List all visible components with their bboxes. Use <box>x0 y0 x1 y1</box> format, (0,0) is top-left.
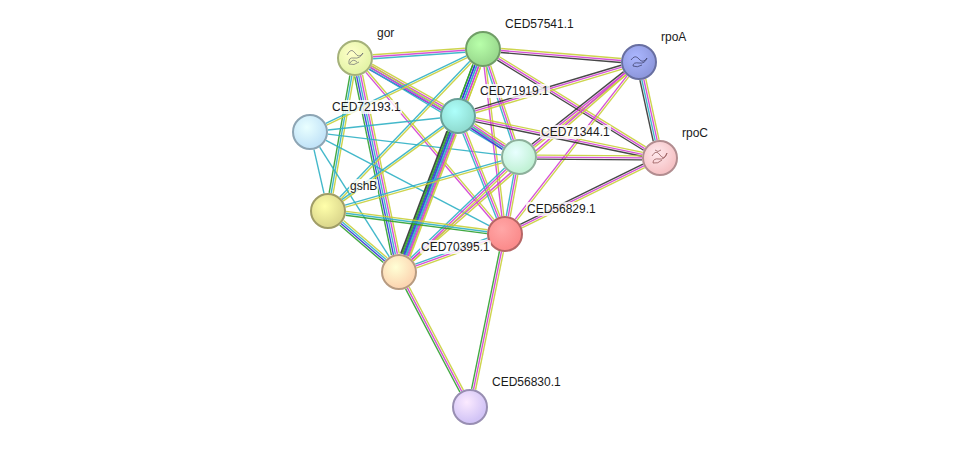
structure-icon <box>347 50 363 64</box>
evidence-line <box>497 60 643 150</box>
protein-node: rpoC <box>642 140 678 176</box>
evidence-line <box>373 52 465 58</box>
evidence-line <box>346 163 502 207</box>
protein-label: CED71344.1 <box>540 125 611 139</box>
interaction-edge <box>340 220 388 262</box>
evidence-line <box>342 222 386 260</box>
evidence-line <box>471 129 502 150</box>
protein-node: CED56829.1 <box>487 216 523 252</box>
evidence-line <box>345 161 501 205</box>
evidence-line <box>475 65 622 109</box>
evidence-line <box>472 251 500 389</box>
evidence-line <box>498 58 644 148</box>
interaction-edge <box>640 79 659 141</box>
evidence-line <box>501 50 621 60</box>
evidence-line <box>407 288 461 391</box>
protein-node: gshB <box>310 193 346 229</box>
evidence-line <box>506 174 514 216</box>
evidence-line <box>406 289 460 392</box>
interaction-edge <box>537 155 642 160</box>
protein-label: gshB <box>349 179 378 193</box>
evidence-line <box>346 211 487 229</box>
evidence-line <box>472 127 503 148</box>
evidence-line <box>406 133 452 255</box>
protein-node: CED71344.1 <box>501 139 537 175</box>
evidence-line <box>476 252 504 390</box>
protein-node: CED56830.1 <box>452 389 488 425</box>
protein-label: CED56829.1 <box>526 202 597 216</box>
evidence-line <box>474 252 502 390</box>
protein-label: CED57541.1 <box>504 17 575 31</box>
evidence-line <box>475 67 622 111</box>
protein-node: CED71919.1 <box>440 98 476 134</box>
evidence-line <box>346 215 487 233</box>
protein-node: CED70395.1 <box>381 254 417 290</box>
evidence-line <box>343 127 444 201</box>
interaction-edge <box>475 65 623 113</box>
protein-label: rpoA <box>660 30 687 44</box>
protein-node: rpoA <box>621 44 657 80</box>
interaction-edge <box>314 150 324 194</box>
evidence-line <box>642 80 655 141</box>
evidence-line <box>473 125 504 146</box>
evidence-line <box>314 150 324 194</box>
interaction-edge <box>373 48 465 58</box>
evidence-line <box>476 118 643 153</box>
evidence-line <box>328 118 440 130</box>
structure-icon <box>631 57 647 67</box>
evidence-line <box>346 213 487 231</box>
interaction-edge <box>506 174 517 216</box>
evidence-line <box>467 132 501 217</box>
evidence-line <box>475 122 642 157</box>
evidence-line <box>340 225 384 263</box>
evidence-line <box>501 52 621 62</box>
interaction-edge <box>475 118 643 157</box>
protein-label: rpoC <box>681 126 709 140</box>
evidence-line <box>522 168 645 228</box>
interaction-edge <box>472 251 504 390</box>
evidence-line <box>409 287 463 390</box>
evidence-line <box>344 220 388 258</box>
protein-label: CED72193.1 <box>331 100 402 114</box>
evidence-line <box>537 156 642 158</box>
interaction-edge <box>520 164 644 228</box>
interaction-edge <box>346 211 488 233</box>
evidence-line <box>520 164 643 224</box>
protein-node: CED57541.1 <box>465 31 501 67</box>
evidence-line <box>537 158 642 160</box>
protein-label: CED71919.1 <box>479 84 550 98</box>
protein-node: gor <box>337 40 373 76</box>
evidence-line <box>411 168 505 258</box>
evidence-line <box>341 223 385 261</box>
evidence-line <box>476 120 643 155</box>
interaction-edge <box>342 126 444 201</box>
protein-label: gor <box>376 26 395 40</box>
evidence-line <box>640 80 653 141</box>
protein-node: CED72193.1 <box>292 114 328 150</box>
structure-icon <box>652 150 667 163</box>
evidence-line <box>537 154 642 156</box>
interaction-edge <box>406 287 464 392</box>
interaction-edge <box>532 72 626 148</box>
interaction-edge <box>345 161 502 207</box>
evidence-line <box>342 126 443 200</box>
interaction-edge <box>501 49 621 63</box>
evidence-line <box>413 75 626 261</box>
protein-label: CED70395.1 <box>420 240 491 254</box>
evidence-line <box>532 72 624 145</box>
protein-label: CED56830.1 <box>491 375 562 389</box>
evidence-line <box>521 166 644 226</box>
interaction-edge <box>328 118 440 130</box>
